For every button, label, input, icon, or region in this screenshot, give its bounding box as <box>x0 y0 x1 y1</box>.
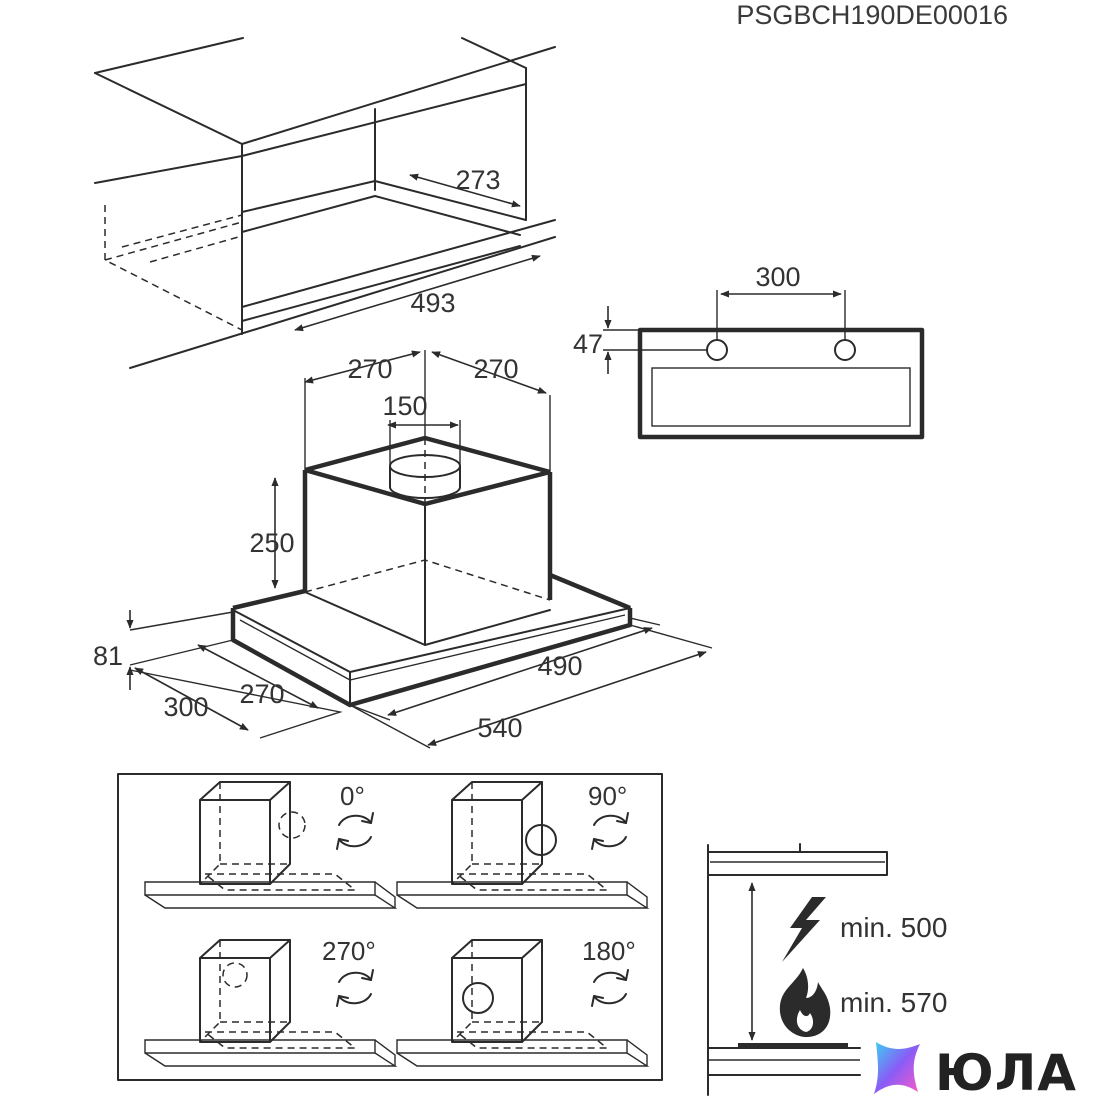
gas-clearance-label: min. 570 <box>840 987 947 1018</box>
cabinet-depth-dimension: 273 <box>455 165 500 195</box>
panel-height-dimension: 81 <box>93 641 123 671</box>
rotation-option-270: 270° <box>144 936 396 1067</box>
half-width-right-dimension: 270 <box>473 354 518 384</box>
clearance-panel: min. 500 min. 570 <box>707 843 947 1096</box>
rotation-angle-label: 0° <box>340 781 365 811</box>
box-width-dimension: 490 <box>537 651 582 681</box>
rotate-arrows-icon <box>591 969 629 1007</box>
electric-clearance-label: min. 500 <box>840 912 947 943</box>
hole-spacing-dimension: 300 <box>755 262 800 292</box>
rotation-option-180: 180° <box>396 936 648 1067</box>
rotation-angle-label: 180° <box>582 936 636 966</box>
star-logo-icon <box>874 1042 920 1094</box>
flame-icon <box>779 968 831 1038</box>
rotation-angle-label: 270° <box>322 936 376 966</box>
cabinet-view: 273 493 <box>94 37 556 369</box>
document-code: PSGBCH190DE00016 <box>736 0 1008 30</box>
mount-plate-view: 300 47 <box>573 262 925 440</box>
hood-view: 270 270 150 250 81 270 300 490 540 <box>93 350 713 749</box>
rotate-arrows-icon <box>336 812 374 850</box>
rotation-option-90: 90° <box>396 781 648 909</box>
brand-text: ЮЛА <box>935 1044 1077 1100</box>
box-depth-dimension: 270 <box>239 679 284 709</box>
rotation-option-0: 0° <box>144 781 396 909</box>
rotation-angle-label: 90° <box>588 781 627 811</box>
hole-height-dimension: 47 <box>573 329 603 359</box>
rotate-arrows-icon <box>336 969 374 1007</box>
panel-depth-dimension: 300 <box>163 692 208 722</box>
rotation-options-panel: 0° 90° 270° 180° <box>117 773 663 1081</box>
lightning-icon <box>782 897 826 962</box>
watermark-logo: ЮЛА <box>874 1042 1077 1100</box>
rotate-arrows-icon <box>591 812 629 850</box>
cabinet-width-dimension: 493 <box>410 288 455 318</box>
panel-width-dimension: 540 <box>477 713 522 743</box>
half-width-left-dimension: 270 <box>347 354 392 384</box>
box-height-dimension: 250 <box>249 528 294 558</box>
duct-diameter-dimension: 150 <box>382 391 427 421</box>
